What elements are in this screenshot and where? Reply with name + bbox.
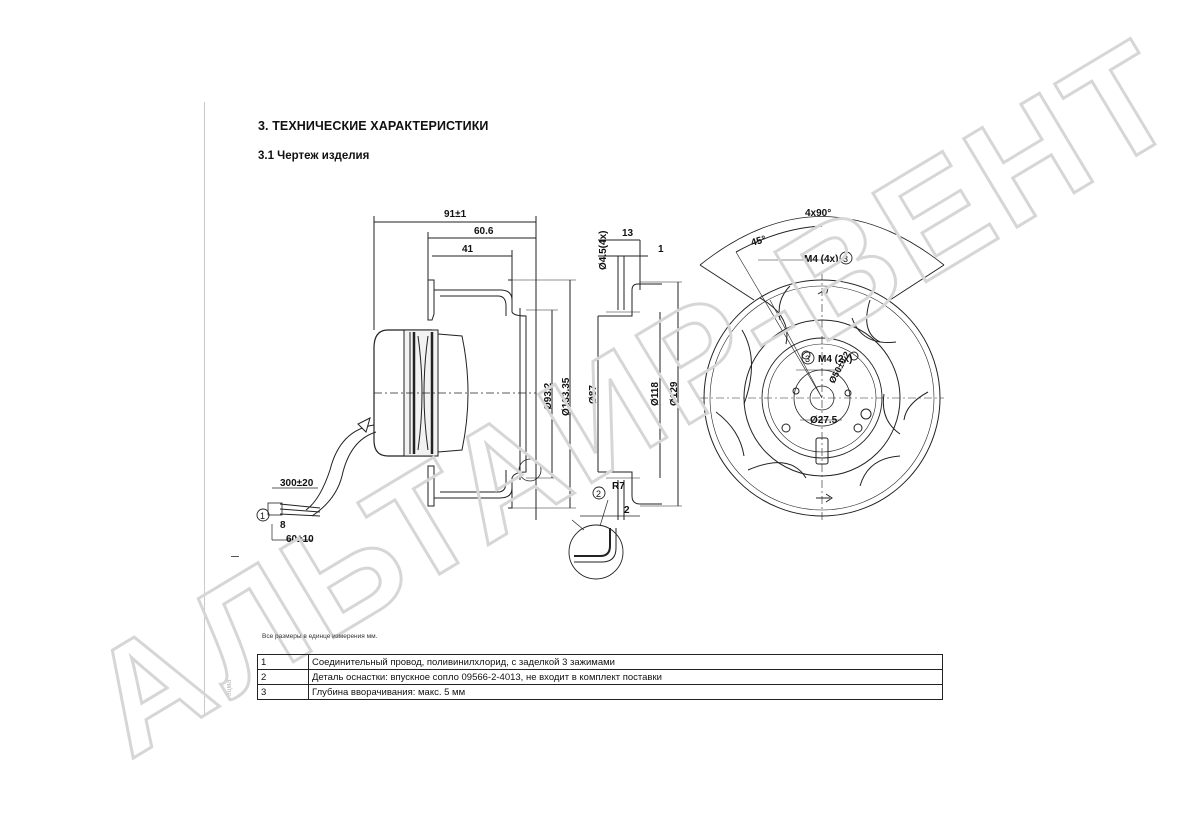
legend-row-number: 2 bbox=[257, 669, 309, 685]
marker-2: 2 bbox=[596, 489, 601, 499]
legend-row-number: 1 bbox=[257, 654, 309, 670]
dim-d118: Ø118 bbox=[650, 382, 661, 406]
dim-angle-45: 45° bbox=[750, 234, 768, 249]
dim-13: 13 bbox=[622, 228, 634, 239]
dim-d133-35: Ø133.35 bbox=[561, 377, 572, 416]
page-margin-line bbox=[204, 102, 205, 717]
dim-1: 1 bbox=[658, 244, 664, 255]
dim-angle-total: 4x90° bbox=[805, 208, 831, 219]
cable-length: 300±20 bbox=[280, 478, 314, 489]
dim-41: 41 bbox=[462, 244, 474, 255]
side-view bbox=[267, 216, 576, 541]
marker-1: 1 bbox=[260, 511, 265, 521]
dim-60-6: 60.6 bbox=[474, 226, 494, 237]
legend-row-number: 3 bbox=[257, 684, 309, 700]
radius-r7: R7 bbox=[612, 481, 625, 492]
dim-d129: Ø129 bbox=[669, 381, 680, 406]
dim-total-width: 91±1 bbox=[444, 209, 467, 220]
legend-row-text: Соединительный провод, поливинилхлорид, … bbox=[308, 654, 943, 670]
thread-m4-4x: M4 (4x) bbox=[804, 254, 838, 265]
section-heading: 3. ТЕХНИЧЕСКИЕ ХАРАКТЕРИСТИКИ bbox=[258, 119, 489, 133]
legend-table: 1 Соединительный провод, поливинилхлорид… bbox=[257, 654, 943, 700]
dim-d27-5: Ø27.5 bbox=[810, 415, 838, 426]
subsection-heading: 3.1 Чертеж изделия bbox=[258, 150, 370, 162]
legend-row-text: Глубина вворачивания: макс. 5 мм bbox=[308, 684, 943, 700]
legend-row: 1 Соединительный провод, поливинилхлорид… bbox=[257, 654, 943, 670]
callout-markers: 1 2 3 3 bbox=[256, 251, 853, 522]
page-margin-tick bbox=[231, 556, 239, 557]
dim-d87: Ø87 bbox=[588, 385, 599, 404]
cable-strip-length: 60±10 bbox=[286, 534, 314, 545]
legend-row-text: Деталь оснастки: впускное сопло 09566-2-… bbox=[308, 669, 943, 685]
dim-hole: Ø4.5(4x) bbox=[598, 231, 609, 270]
dim-d93-2: Ø93.2 bbox=[543, 382, 554, 410]
legend-row: 2 Деталь оснастки: впускное сопло 09566-… bbox=[257, 669, 943, 685]
thread-m4-2x: M4 (2x) bbox=[818, 354, 852, 365]
dim-2: 2 bbox=[624, 505, 630, 516]
front-view bbox=[699, 216, 945, 520]
cable-dim-8: 8 bbox=[280, 520, 286, 531]
marker-3-top: 3 bbox=[843, 254, 848, 264]
marker-3-center: 3 bbox=[805, 354, 810, 364]
units-note: Все размеры в единце измерения мм. bbox=[262, 633, 378, 640]
legend-row: 3 Глубина вворачивания: макс. 5 мм bbox=[257, 684, 943, 700]
section-view bbox=[568, 239, 682, 580]
